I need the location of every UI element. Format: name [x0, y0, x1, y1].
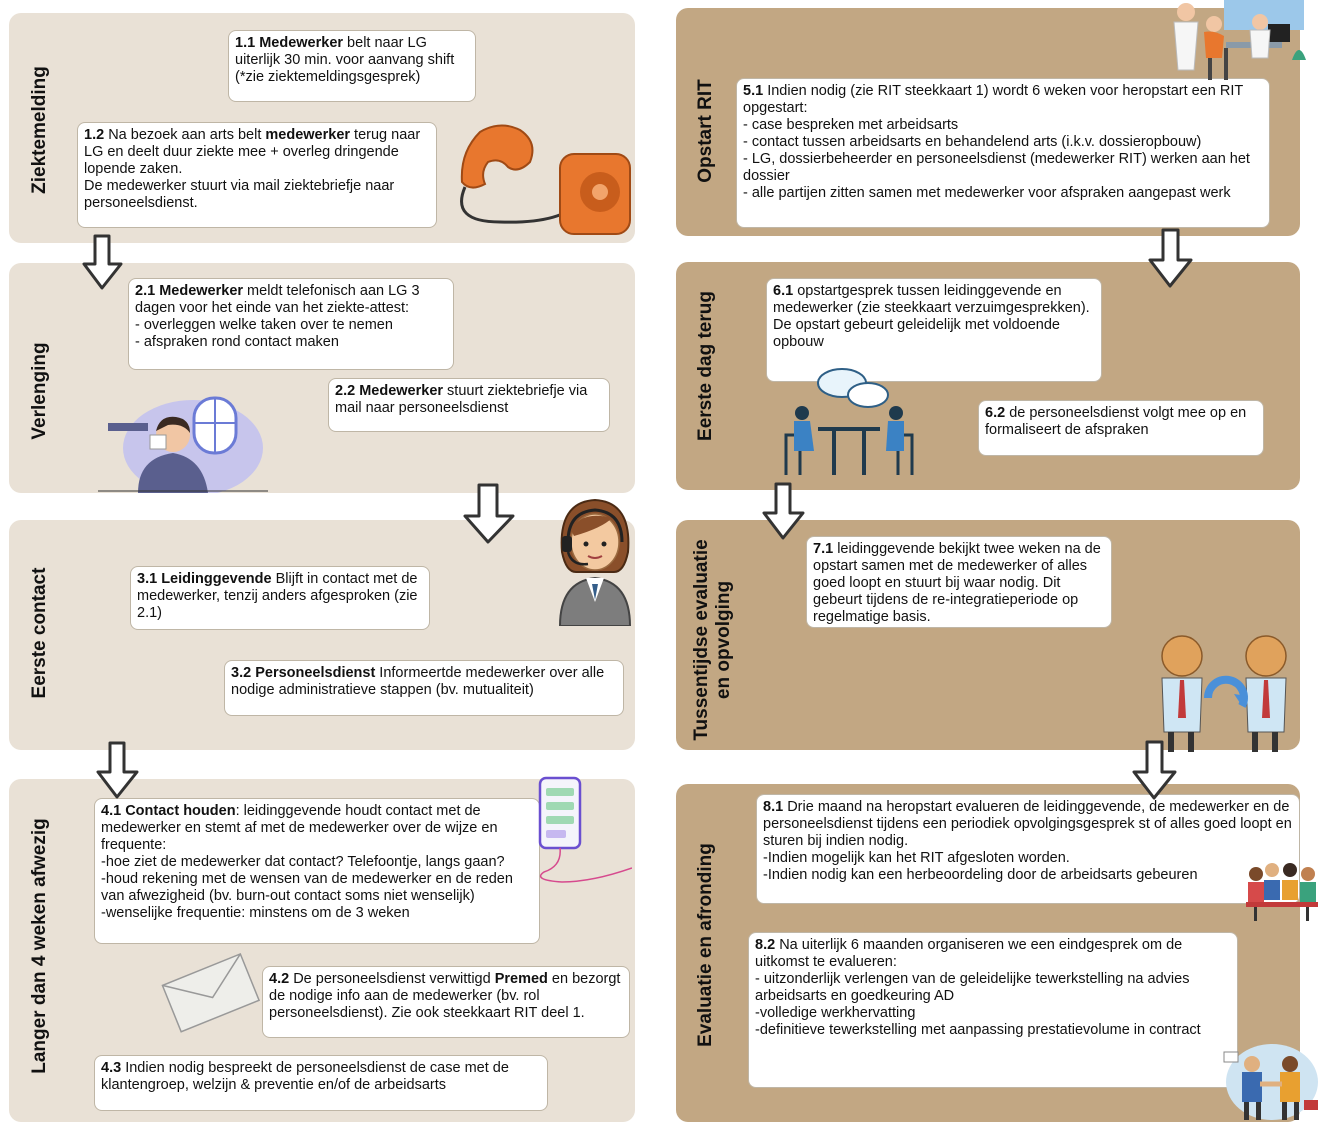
phase-title-evaluatie-afronding: Evaluatie en afronding	[695, 843, 716, 1047]
phase-title-eerste-contact: Eerste contact	[29, 567, 50, 699]
flow-arrow-down-icon	[463, 483, 515, 544]
smartphone-icon	[538, 776, 632, 883]
step-text: Drie maand na heropstart evalueren de le…	[763, 799, 1292, 849]
phase-title-langer-afwezig: Langer dan 4 weken afwezig	[29, 818, 50, 1074]
step-text: Blijft in contact met de medewerker, ten…	[137, 571, 418, 621]
step-item: - contact tussen arbeidsarts en behandel…	[743, 134, 1202, 150]
meeting-conversation-illustration	[784, 368, 914, 475]
flow-arrow-down-icon	[96, 741, 139, 799]
step-box-6-1: 6.1 opstartgesprek tussen leidinggevende…	[766, 278, 1102, 382]
step-text: belt naar LG uiterlijk 30 min. voor aanv…	[235, 35, 455, 85]
step-box-3-2: 3.2 Personeelsdienst Informeertde medewe…	[224, 660, 624, 716]
step-item: -wenselijke frequentie: minstens om de 3…	[101, 905, 410, 921]
step-number: 3.2	[231, 665, 252, 681]
flow-arrow-down-icon	[82, 234, 123, 290]
step-number: 8.1	[763, 799, 784, 815]
step-item: - case bespreken met arbeidsarts	[743, 117, 959, 133]
step-text: Indien nodig bespreekt de personeelsdien…	[101, 1060, 509, 1093]
step-item: - afspraken rond contact maken	[135, 334, 339, 350]
envelope-icon	[161, 952, 260, 1033]
step-text: en bezorgt de nodige info aan de medewer…	[269, 971, 621, 1021]
step-box-2-1: 2.1 Medewerker meldt telefonisch aan LG …	[128, 278, 454, 370]
step-actor: Premed	[494, 971, 548, 987]
step-text: : leidinggevende houdt contact met de me…	[101, 803, 498, 853]
step-box-5-1: 5.1 Indien nodig (zie RIT steekkaart 1) …	[736, 78, 1270, 228]
step-item: -houd rekening met de wensen van de mede…	[101, 871, 513, 904]
step-item: - uitzonderlijk verlengen van de geleide…	[755, 971, 1190, 1004]
step-box-4-3: 4.3 Indien nodig bespreekt de personeels…	[94, 1055, 548, 1111]
telephone-icon	[460, 124, 631, 235]
headset-agent-illustration	[558, 498, 632, 626]
step-text: Na uiterlijk 6 maanden organiseren we ee…	[755, 937, 1183, 970]
step-actor: Medewerker	[159, 283, 244, 299]
step-number: 7.1	[813, 541, 834, 557]
sick-person-illustration	[98, 396, 268, 493]
step-item: -hoe ziet de medewerker dat contact? Tel…	[101, 854, 505, 870]
step-actor: Leidinggevende	[161, 571, 272, 587]
step-text: stuurt ziektebriefje via mail naar perso…	[335, 383, 588, 416]
step-number: 6.2	[985, 405, 1006, 421]
flow-arrow-down-icon	[762, 482, 805, 540]
step-box-2-2: 2.2 Medewerker stuurt ziektebriefje via …	[328, 378, 610, 432]
phase-title-opstart-rit: Opstart RIT	[695, 79, 716, 183]
step-item: -Indien nodig kan een herbeoordeling doo…	[763, 867, 1198, 883]
handshake-agreement-illustration	[1223, 1044, 1318, 1120]
step-number: 4.2	[269, 971, 290, 987]
step-box-6-2: 6.2 de personeelsdienst volgt mee op en …	[978, 400, 1264, 456]
phase-title-line: Tussentijdse evaluatie	[691, 539, 712, 741]
step-text: De medewerker stuurt via mail ziektebrie…	[84, 178, 395, 211]
step-text: de personeelsdienst volgt mee op en form…	[985, 405, 1247, 438]
step-number: 3.1	[137, 571, 158, 587]
step-number: 5.1	[743, 83, 764, 99]
step-box-1-2: 1.2 Na bezoek aan arts belt medewerker t…	[77, 122, 437, 228]
step-number: 1.1	[235, 35, 256, 51]
step-box-8-2: 8.2 Na uiterlijk 6 maanden organiseren w…	[748, 932, 1238, 1088]
step-box-1-1: 1.1 Medewerker belt naar LG uiterlijk 30…	[228, 30, 476, 102]
step-actor: Personeelsdienst	[255, 665, 376, 681]
phase-title-line: en opvolging	[713, 580, 734, 700]
step-item: - LG, dossierbeheerder en personeelsdien…	[743, 151, 1250, 184]
step-item: -Indien mogelijk kan het RIT afgesloten …	[763, 850, 1070, 866]
flow-arrow-down-icon	[1148, 228, 1193, 288]
step-number: 2.2	[335, 383, 356, 399]
doctor-consultation-illustration	[1173, 0, 1306, 80]
step-box-4-2: 4.2 De personeelsdienst verwittigd Preme…	[262, 966, 630, 1038]
step-item: -volledige werkhervatting	[755, 1005, 916, 1021]
step-text: Informeertde medewerker over alle nodige…	[231, 665, 605, 698]
step-text: leidinggevende bekijkt twee weken na de …	[813, 541, 1101, 625]
step-box-7-1: 7.1 leidinggevende bekijkt twee weken na…	[806, 536, 1112, 628]
step-actor: Medewerker	[259, 35, 344, 51]
step-number: 2.1	[135, 283, 156, 299]
step-actor: Medewerker	[359, 383, 444, 399]
step-box-4-1: 4.1 Contact houden: leidinggevende houdt…	[94, 798, 540, 944]
phase-title-tussentijdse-evaluatie: Tussentijdse evaluatie en opvolging	[691, 520, 735, 760]
phase-title-eerste-dag-terug: Eerste dag terug	[695, 291, 716, 441]
step-box-3-1: 3.1 Leidinggevende Blijft in contact met…	[130, 566, 430, 630]
step-item: - alle partijen zitten samen met medewer…	[743, 185, 1231, 201]
step-text: terug naar LG en deelt duur ziekte mee +…	[84, 127, 421, 177]
step-number: 8.2	[755, 937, 776, 953]
step-number: 4.1	[101, 803, 122, 819]
step-item: -definitieve tewerkstelling met aanpassi…	[755, 1022, 1201, 1038]
phase-title-ziektemelding: Ziektemelding	[29, 66, 50, 194]
group-meeting-illustration	[1246, 863, 1318, 921]
step-text: De personeelsdienst verwittigd	[289, 971, 495, 987]
phase-title-verlenging: Verlenging	[29, 342, 50, 440]
step-text: Indien nodig (zie RIT steekkaart 1) word…	[743, 83, 1243, 116]
feedback-cycle-illustration	[1161, 635, 1287, 752]
step-item: - overleggen welke taken over te nemen	[135, 317, 393, 333]
step-actor: Contact houden	[125, 803, 236, 819]
step-box-8-1: 8.1 Drie maand na heropstart evalueren d…	[756, 794, 1300, 904]
step-text: meldt telefonisch aan LG 3 dagen voor he…	[135, 283, 420, 316]
step-number: 1.2	[84, 127, 105, 143]
step-text: Na bezoek aan arts belt	[104, 127, 266, 143]
step-text: opstartgesprek tussen leidinggevende en …	[773, 283, 1090, 350]
step-number: 6.1	[773, 283, 794, 299]
step-actor: medewerker	[265, 127, 351, 143]
step-number: 4.3	[101, 1060, 122, 1076]
flow-arrow-down-icon	[1132, 740, 1177, 800]
